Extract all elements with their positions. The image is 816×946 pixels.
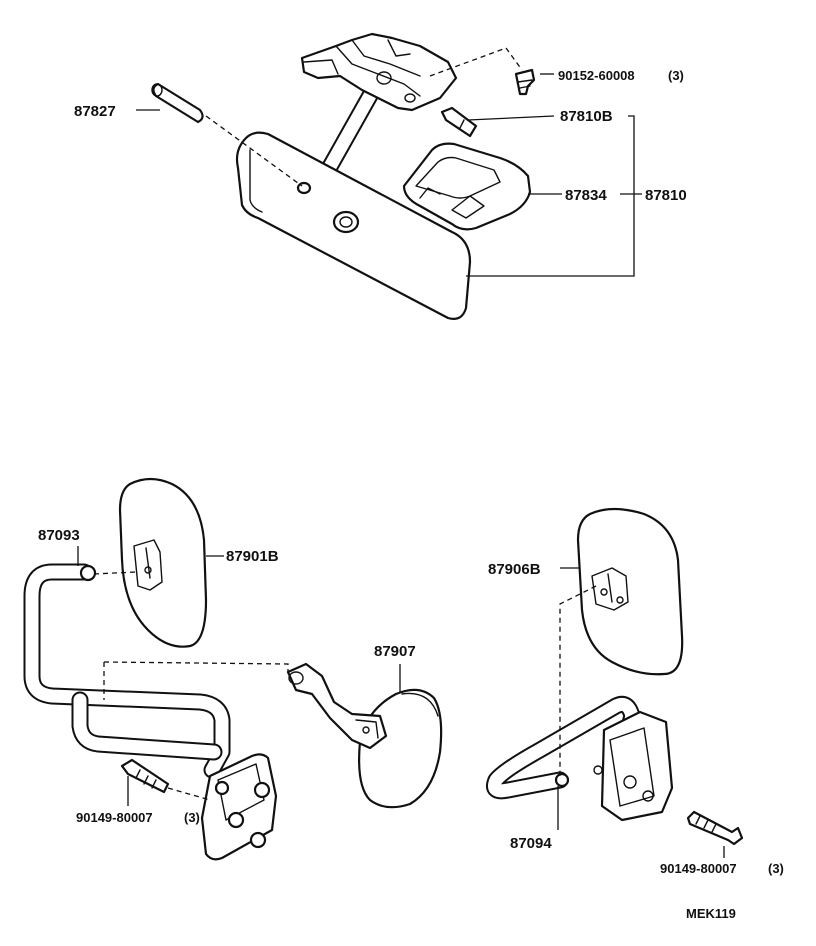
lamp-bulb	[440, 106, 478, 138]
mirror-base-right	[600, 710, 674, 822]
label-87907: 87907	[374, 643, 416, 660]
label-87827: 87827	[74, 103, 116, 120]
label-90149-80007-right: 90149-80007	[660, 861, 737, 876]
label-90149-right-qty: (3)	[768, 861, 784, 876]
label-87810B: 87810B	[560, 108, 613, 125]
inner-mirror-assembly	[151, 32, 536, 320]
round-mirror-87907	[358, 688, 443, 809]
diagram-code: MEK119	[686, 906, 736, 921]
label-90152-qty: (3)	[668, 68, 684, 83]
label-87906B: 87906B	[488, 561, 541, 578]
screw-90149-right	[686, 810, 744, 846]
screw-90149-left	[120, 758, 170, 794]
label-87901B: 87901B	[226, 548, 279, 565]
label-90149-80007-left: 90149-80007	[76, 810, 153, 825]
mirror-head-87901B	[118, 477, 208, 648]
label-87094: 87094	[510, 835, 552, 852]
outer-mirror-right-assembly	[486, 507, 744, 846]
mirror-head-87906B	[576, 507, 684, 676]
cover-pin	[152, 82, 204, 124]
label-90152-60008: 90152-60008	[558, 68, 635, 83]
outer-mirror-left-assembly	[23, 477, 443, 861]
label-87093: 87093	[38, 527, 80, 544]
label-90149-left-qty: (3)	[184, 810, 200, 825]
mirror-stay-bracket	[300, 32, 458, 112]
label-87834: 87834	[565, 187, 607, 204]
label-87810: 87810	[645, 187, 687, 204]
